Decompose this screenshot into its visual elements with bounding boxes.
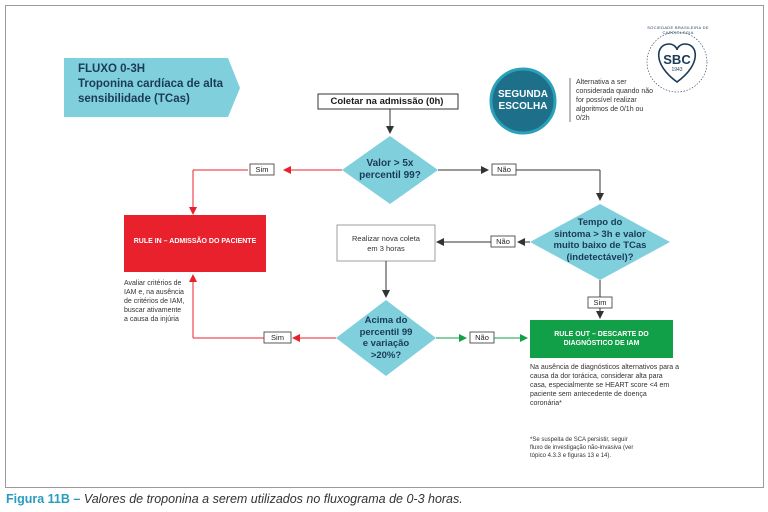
heart-icon (657, 43, 697, 83)
figure-caption: Figura 11B – Valores de troponina a sere… (6, 492, 463, 506)
sbc-logo-ring (646, 31, 708, 93)
repeat-box-text: Realizar nova coleta em 3 horas (352, 234, 420, 253)
rule-out-box (530, 320, 673, 358)
diamond-1-shape (342, 136, 438, 204)
second-choice-note: Alternativa a ser considerada quando não… (576, 79, 654, 122)
title-line-2: Troponina cardíaca de alta (78, 78, 224, 90)
rule-out-note: Na ausência de diagnósticos alternativos… (530, 364, 680, 407)
label-nao-2: Não (496, 237, 510, 246)
diamond-3-shape (336, 300, 436, 376)
start-text: Coletar na admissão (0h) (330, 96, 444, 107)
repeat-box (336, 224, 436, 262)
rule-in-note: Avaliar critérios de IAM e, na ausência … (124, 280, 185, 323)
sbc-logo-text: SBC (663, 52, 691, 67)
label-sim-3: Sim (271, 333, 284, 342)
caption-label: Figura 11B – (6, 492, 81, 506)
label-nao-3: Não (475, 333, 489, 342)
title-tag: FLUXO 0-3H Troponina cardíaca de alta se… (78, 62, 246, 107)
title-line-1: FLUXO 0-3H (78, 63, 146, 75)
rule-out-label: RULE OUT – DESCARTE DO DIAGNÓSTICO DE IA… (554, 331, 649, 347)
sbc-logo-ring-text: SOCIEDADE BRASILEIRA DE CARDIOLOGIA (647, 25, 709, 35)
label-sim-1: Sim (255, 165, 269, 174)
diamond-3-text: Acima do percentil 99 e variação >20%? (359, 315, 413, 361)
diamond-1-text: Valor > 5x percentil 99? (359, 158, 421, 181)
sbc-logo-year: 1943 (671, 67, 683, 73)
title-tag-shape (64, 58, 240, 117)
label-sim-2: Sim (593, 298, 607, 307)
second-choice-label: SEGUNDA ESCOLHA (497, 89, 548, 112)
label-nao-1: Não (497, 165, 511, 174)
label-box-sim-1 (249, 163, 275, 176)
rule-in-box (124, 215, 266, 272)
start-box (317, 93, 459, 110)
diamond-2-text: Tempo do sintoma > 3h e valor muito baix… (553, 217, 647, 263)
title-line-3: sensibilidade (TCas) (78, 93, 190, 105)
caption-text: Valores de troponina a serem utilizados … (80, 492, 463, 506)
diamond-2-shape (530, 204, 670, 280)
rule-in-label: RULE IN – ADMISSÃO DO PACIENTE (133, 238, 257, 245)
second-choice-circle (491, 69, 555, 133)
footnote: *Se suspeita de SCA persistir, seguir fl… (530, 437, 634, 459)
